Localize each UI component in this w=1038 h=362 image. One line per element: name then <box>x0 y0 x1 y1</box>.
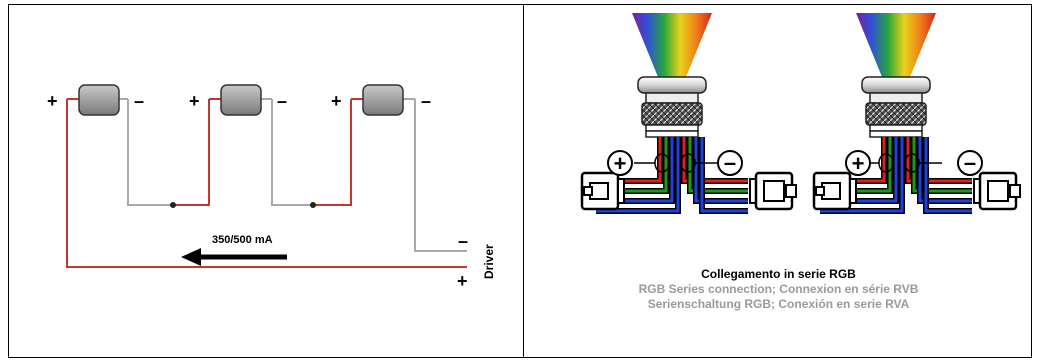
led1-plus-sign: + <box>47 91 58 111</box>
panel-divider <box>523 5 524 357</box>
driver-label: Driver <box>482 244 496 279</box>
caption-line-1: RGB Series connection; Connexion en séri… <box>638 282 919 296</box>
current-label: 350/500 mA <box>212 234 273 246</box>
diagram-frame: + – + – + – 350/500 mA – + Driver <box>8 4 1032 358</box>
minus-terminal-sign-1: – <box>724 150 736 175</box>
plus-terminal-sign-2: + <box>852 151 865 176</box>
caption-block: Collegamento in serie RGB RGB Series con… <box>524 267 1033 312</box>
series-link-1-positive <box>173 99 210 206</box>
connector-right-1 <box>748 171 798 211</box>
led3-minus-sign: – <box>421 91 431 111</box>
led1-minus-sign: – <box>134 91 144 111</box>
series-link-2-negative <box>271 99 313 206</box>
minus-terminal-icon-2 <box>957 150 983 176</box>
minus-terminal-icon-1 <box>717 150 743 176</box>
caption-title: Collegamento in serie RGB <box>701 267 856 281</box>
junction-dot-1 <box>170 202 176 208</box>
driver-minus-sign: – <box>458 231 468 251</box>
connector-left-2 <box>812 171 858 211</box>
connector-right-2 <box>972 171 1022 211</box>
led3-plus-sign: + <box>331 91 342 111</box>
led2-plus-sign: + <box>189 91 200 111</box>
connector-left-1 <box>580 171 626 211</box>
led-3 <box>362 84 404 116</box>
junction-dot-2 <box>310 202 316 208</box>
led-2 <box>220 84 262 116</box>
driver-positive-wire <box>66 99 467 268</box>
caption-line-2: Serienschaltung RGB; Conexión en serie R… <box>647 297 910 311</box>
plus-terminal-icon-1 <box>607 150 633 176</box>
led-series-panel: + – + – + – 350/500 mA – + Driver <box>9 5 523 357</box>
led-series-diagram: + – + – + – 350/500 mA – + Driver <box>47 84 496 291</box>
plus-terminal-sign-1: + <box>614 151 627 176</box>
series-link-1-negative <box>127 99 173 206</box>
driver-plus-sign: + <box>457 271 468 291</box>
led2-minus-sign: – <box>277 91 287 111</box>
rgb-series-diagram: + – + – <box>580 5 1022 359</box>
plus-terminal-icon-2 <box>845 150 871 176</box>
minus-terminal-sign-2: – <box>964 150 976 175</box>
led-1 <box>78 84 120 116</box>
series-link-2-positive <box>313 99 352 206</box>
driver-negative-wire <box>414 99 467 252</box>
rgb-series-panel: + – + – Collegamento in serie RGB RGB Se… <box>524 5 1033 357</box>
current-arrow-head <box>181 248 201 266</box>
